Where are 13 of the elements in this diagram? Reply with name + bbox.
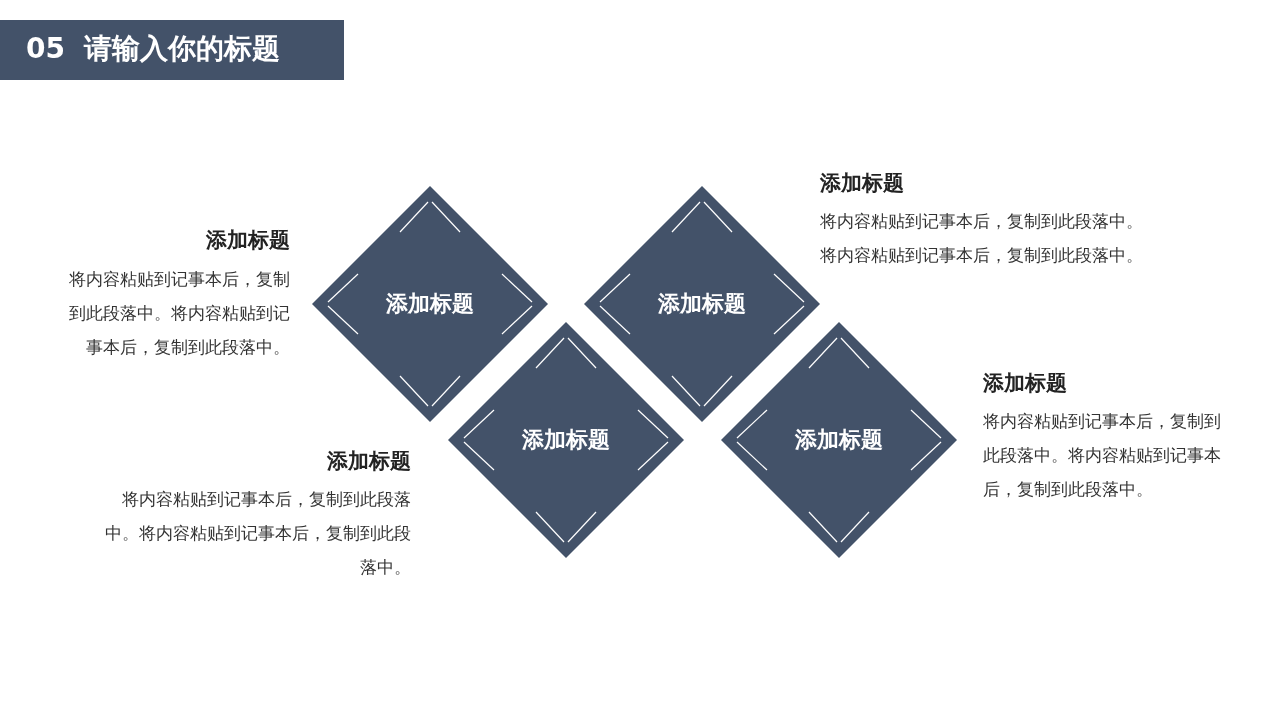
diamond-label: 添加标题: [385, 290, 475, 318]
diamond-label: 添加标题: [657, 290, 747, 318]
body-text: 将内容粘贴到记事本后，复制到此段落中。将内容粘贴到记事本后，复制到此段落中。: [820, 210, 1144, 267]
body-text: 将内容粘贴到记事本后，复制到此段落中。将内容粘贴到记事本后，复制到此段落中。: [68, 268, 290, 359]
heading-text: 添加标题: [983, 370, 1068, 397]
body-text: 将内容粘贴到记事本后，复制到此段落中。将内容粘贴到记事本后，复制到此段落中。: [983, 410, 1222, 501]
diamond-label: 添加标题: [521, 426, 611, 454]
diamond-label: 添加标题: [794, 426, 884, 454]
heading-text: 添加标题: [205, 227, 290, 254]
heading-text: 添加标题: [820, 170, 905, 197]
title-text: 05 请输入你的标题: [26, 32, 281, 66]
heading-text: 添加标题: [326, 448, 411, 475]
body-text: 将内容粘贴到记事本后，复制到此段落中。将内容粘贴到记事本后，复制到此段落中。: [104, 488, 411, 579]
